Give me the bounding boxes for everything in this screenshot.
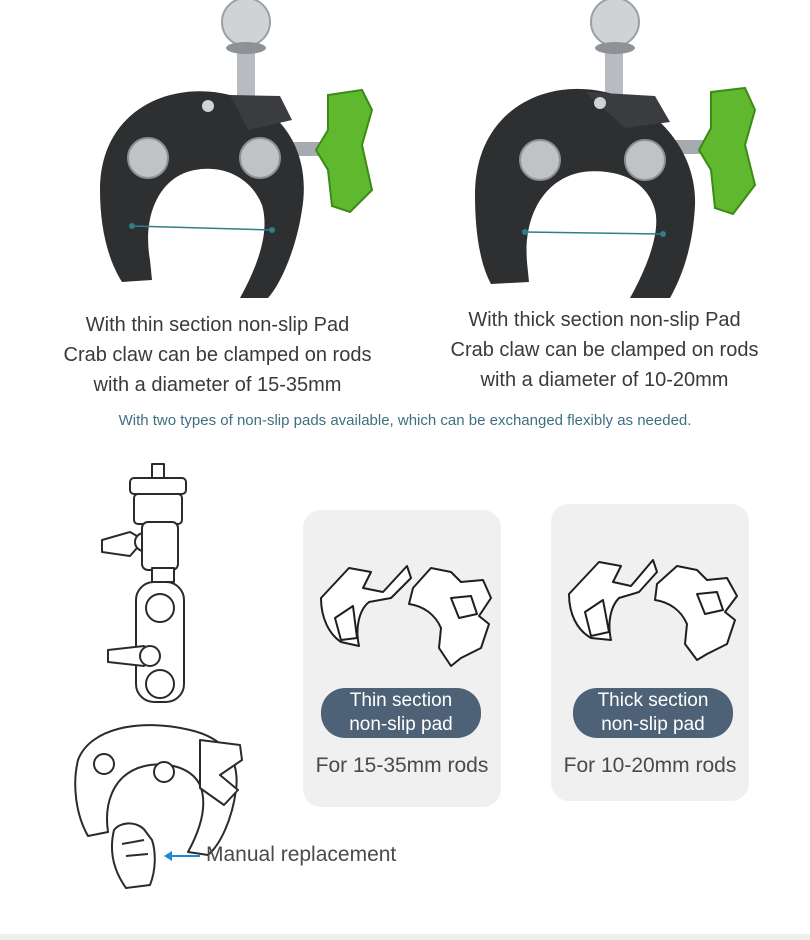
caption-thick-pad: With thick section non-slip Pad Crab cla… (412, 305, 797, 395)
caption-line: Crab claw can be clamped on rods (63, 344, 372, 366)
arrow-left-icon (162, 850, 202, 862)
caption-line: with a diameter of 10-20mm (480, 369, 729, 391)
pill-line: Thin section (349, 690, 453, 711)
manual-replacement-label: Manual replacement (206, 843, 397, 866)
thin-pad-image (311, 558, 493, 678)
thick-pad-pill: Thick section non-slip pad (573, 688, 733, 738)
pill-line: Thick section (597, 690, 709, 711)
footer-strip (0, 934, 810, 940)
caption-line: With thin section non-slip Pad (85, 314, 350, 336)
caption-line: with a diameter of 15-35mm (93, 374, 342, 396)
mount-assembly-image (60, 460, 260, 900)
caption-line: With thick section non-slip Pad (468, 309, 741, 331)
thick-pad-rod-size: For 10-20mm rods (563, 754, 737, 777)
thick-pad-card: Thick section non-slip pad For 10-20mm r… (551, 504, 749, 801)
pad-exchange-note: With two types of non-slip pads availabl… (118, 412, 692, 429)
clamp-thick-pad-image (465, 0, 765, 300)
thin-pad-rod-size: For 15-35mm rods (315, 754, 489, 777)
pill-line: non-slip pad (601, 714, 705, 735)
thin-pad-card: Thin section non-slip pad For 15-35mm ro… (303, 510, 501, 807)
thin-pad-pill: Thin section non-slip pad (321, 688, 481, 738)
caption-thin-pad: With thin section non-slip Pad Crab claw… (20, 310, 415, 400)
clamp-thin-pad-image (80, 0, 380, 300)
thick-pad-image (559, 554, 741, 674)
caption-line: Crab claw can be clamped on rods (450, 339, 759, 361)
pill-line: non-slip pad (349, 714, 453, 735)
